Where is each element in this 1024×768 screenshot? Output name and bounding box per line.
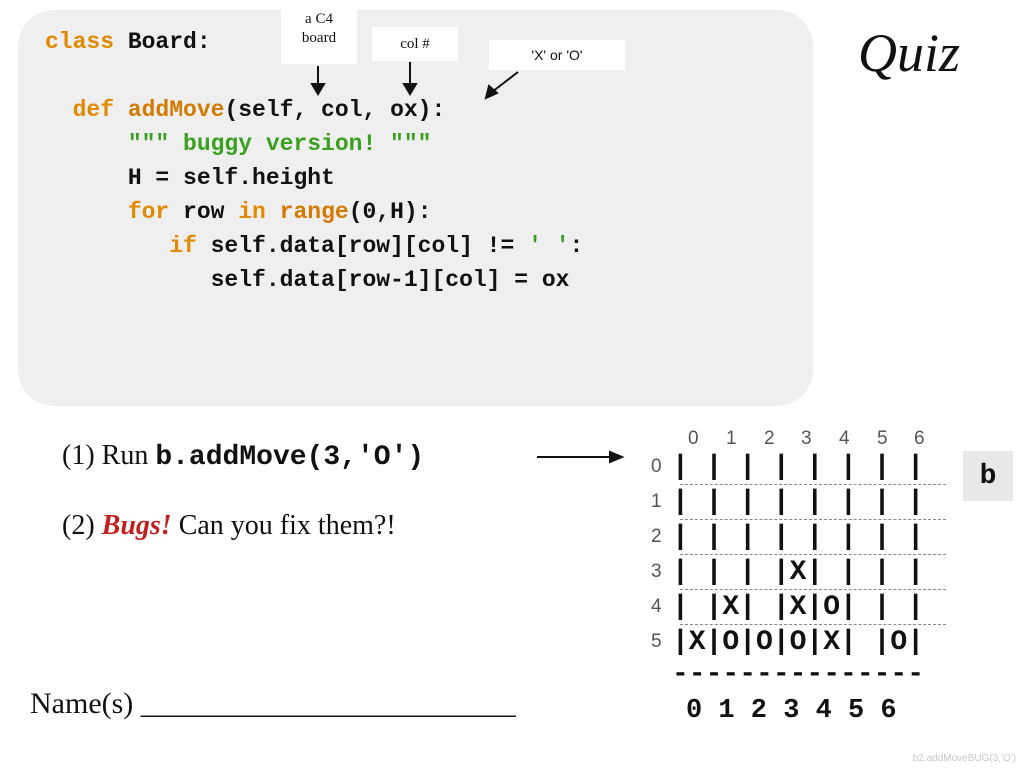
note-c4-board: a C4 board [281,6,357,64]
code-keyword-def: def [45,97,115,123]
board-row: | | | | | | | | [672,487,925,518]
code-row-var: row [169,199,239,225]
board-row: | |X| |X|O| | | [672,592,925,623]
task-1: (1) Run b.addMove(3,'O') [62,440,424,473]
quiz-title: Quiz [858,23,961,83]
board-variable-label: b [963,451,1013,501]
task-2-bugs: Bugs! [101,510,172,541]
board-row: |X|O|O|O|X| |O| [672,627,925,658]
code-class-name: Board: [114,29,211,55]
board-row-label: 1 [651,491,662,512]
board-row-divider [680,484,946,485]
name-line: Name(s) _________________________ [30,687,516,720]
code-docstring: """ buggy version! """ [45,131,432,157]
board-bottom-numbers: 0 1 2 3 4 5 6 [686,696,897,726]
code-range-args: (0,H): [348,199,432,225]
arrowhead-ox [484,84,499,100]
task-2-prefix: (2) [62,510,102,541]
board-row-label: 5 [651,631,662,652]
code-panel [18,10,813,406]
task-2: (2) Bugs! Can you fix them?! [62,510,396,542]
note-col-number: col # [372,27,458,61]
code-block: class Board: def addMove(self, col, ox):… [45,25,583,297]
slide-footer: b2.addMoveBUG(3,'O') [912,753,1016,764]
code-range-fn: range [265,199,349,225]
board-row: | | | | | | | | [672,452,925,483]
board-row-label: 2 [651,526,662,547]
task-1-prefix: (1) Run [62,440,156,471]
code-method-params: (self, col, ox): [224,97,446,123]
board-row-label: 3 [651,561,662,582]
code-keyword-in: in [238,199,266,225]
arrowhead-self [310,83,326,96]
code-method-name: addMove [114,97,225,123]
code-if-condition: self.data[row][col] != [196,233,529,259]
board-row-label: 4 [651,596,662,617]
code-if-colon: : [569,233,584,259]
board-col-label: 6 [914,428,925,449]
task-2-rest: Can you fix them?! [171,510,396,541]
board-row: | | | | | | | | [672,522,925,553]
board-row-divider [680,624,946,625]
board-col-label: 0 [688,428,699,449]
board-col-label: 1 [726,428,737,449]
task-1-code: b.addMove(3,'O') [155,442,425,473]
board-col-label: 5 [877,428,888,449]
board-col-label: 2 [764,428,775,449]
note-x-or-o: 'X' or 'O' [489,40,625,70]
code-height-line: H = self.height [45,165,335,191]
code-keyword-if: if [45,233,197,259]
code-keyword-class: class [45,29,115,55]
board-col-label: 3 [801,428,812,449]
board-row: | | | |X| | | | [672,557,925,588]
arrowhead-col [402,83,418,96]
board-row-divider [680,554,946,555]
board-row-label: 0 [651,456,662,477]
arrow-to-ox [491,71,519,93]
code-keyword-for: for [45,199,170,225]
board-row-divider [680,589,946,590]
code-assign-line: self.data[row-1][col] = ox [45,267,570,293]
board-row-divider [680,519,946,520]
code-space-string: ' ' [528,233,570,259]
board-col-label: 4 [839,428,850,449]
arrowhead-board [609,450,625,464]
board-bottom-line: --------------- [672,659,925,690]
